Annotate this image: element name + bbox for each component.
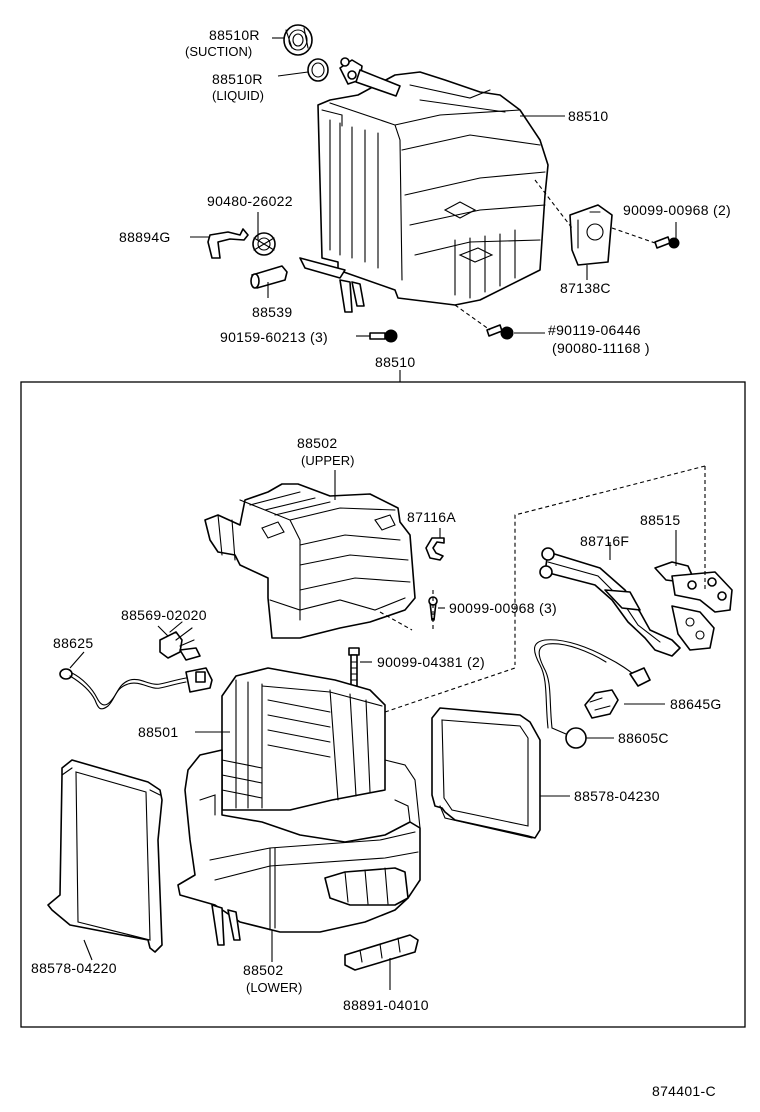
cover-part [344, 934, 419, 971]
label-screw-mid: 90099-00968 (3) [449, 600, 557, 616]
label-grommet: 90480-26022 [207, 193, 293, 209]
seal-right [431, 707, 541, 839]
drain-tube-part [250, 265, 288, 289]
pipe-fittings-top [339, 57, 401, 97]
label-case-upper: 88502 [297, 435, 337, 451]
upper-case [204, 483, 416, 639]
label-clip: 87116A [407, 509, 456, 525]
suction-seal [283, 24, 313, 56]
label-case-lower-note: (LOWER) [246, 980, 302, 995]
grommet-part [252, 232, 276, 256]
bolt-mid [348, 647, 360, 687]
label-cover: 88891-04010 [343, 997, 429, 1013]
lower-case [177, 749, 421, 946]
evaporator-assembly-top [299, 71, 549, 313]
label-unit-top: 88510 [568, 108, 608, 124]
part-labels: 88510R (SUCTION) 88510R (LIQUID) 88510 9… [31, 27, 731, 1099]
evaporator-core [221, 667, 386, 811]
label-screw-left: 90159-60213 (3) [220, 329, 328, 345]
label-seal-suction-note: (SUCTION) [185, 44, 252, 59]
bolt-right [486, 324, 514, 340]
label-switch: 88645G [670, 696, 722, 712]
diagram-id: 874401-C [652, 1083, 716, 1099]
label-unit-box: 88510 [375, 354, 415, 370]
label-seal-liquid-note: (LIQUID) [212, 88, 264, 103]
label-bracket: 87138C [560, 280, 611, 296]
screw-right-top [654, 236, 680, 249]
seal-left [47, 759, 163, 953]
label-seal-suction: 88510R [209, 27, 260, 43]
label-sensor-harness: 88625 [53, 635, 93, 651]
label-case-upper-note: (UPPER) [301, 453, 354, 468]
label-thermistor: 88605C [618, 730, 669, 746]
label-case-lower: 88502 [243, 962, 283, 978]
clip-part [425, 537, 445, 561]
hose-part [207, 228, 249, 259]
expansion-valve [654, 561, 733, 651]
pipe-assembly [539, 547, 681, 657]
label-hose: 88894G [119, 229, 171, 245]
exploded-view-frame [20, 381, 746, 1028]
sensor-harness [59, 667, 213, 710]
label-evaporator: 88501 [138, 724, 178, 740]
box-leaders [69, 465, 706, 990]
top-leaders [190, 37, 677, 382]
label-bolt-main: #90119-06446 [548, 322, 641, 338]
bracket-part [569, 204, 613, 266]
label-bolt-mid: 90099-04381 (2) [377, 654, 485, 670]
label-pipe: 88716F [580, 533, 629, 549]
label-seal-left: 88578-04220 [31, 960, 117, 976]
label-bolt-alt: (90080-11168 ) [552, 340, 650, 356]
label-drain-tube: 88539 [252, 304, 292, 320]
screw-left [369, 329, 398, 343]
label-expansion-valve: 88515 [640, 512, 680, 528]
switch-harness [534, 639, 651, 749]
label-seal-right: 88578-04230 [574, 788, 660, 804]
label-screw-right-top: 90099-00968 (2) [623, 202, 731, 218]
liquid-seal [307, 58, 329, 82]
label-seal-liquid: 88510R [212, 71, 263, 87]
label-connector: 88569-02020 [121, 607, 207, 623]
connector-part [159, 621, 201, 661]
